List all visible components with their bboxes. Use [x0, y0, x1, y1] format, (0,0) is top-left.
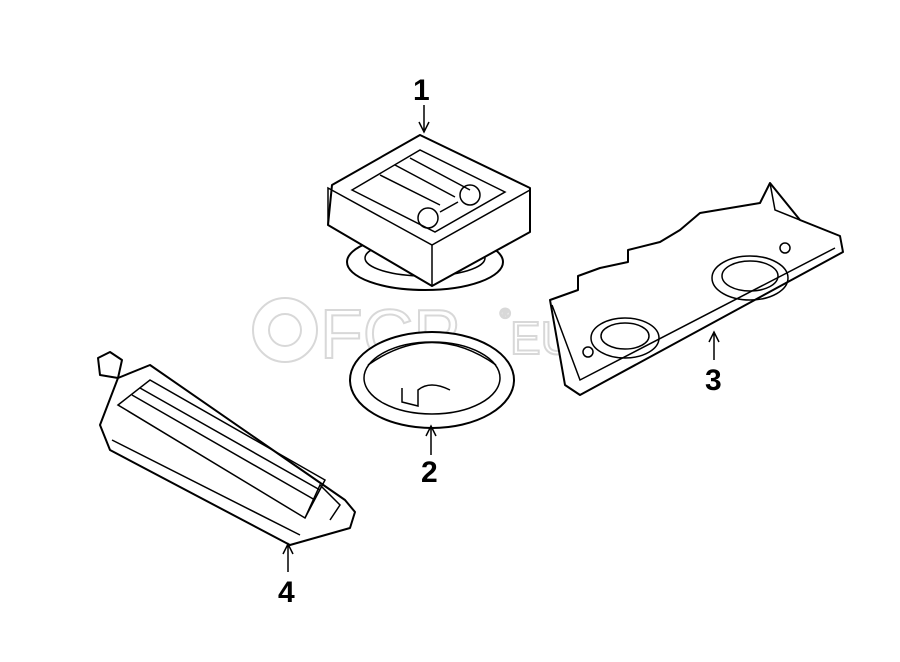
callout-4: 4: [278, 542, 295, 609]
part-2-bezel-ring[interactable]: [349, 331, 515, 429]
callout-3: 3: [705, 330, 722, 397]
part-3-mounting-bracket[interactable]: [549, 182, 844, 396]
part-1-dome-lamp[interactable]: [327, 134, 531, 291]
part-4-courtesy-lamp[interactable]: [97, 351, 356, 546]
callout-2: 2: [421, 424, 438, 489]
callout-number: 2: [421, 456, 438, 489]
callout-1: 1: [413, 74, 430, 134]
callout-number: 3: [705, 364, 722, 397]
watermark-mark: ®: [500, 305, 511, 321]
callout-number: 1: [413, 74, 430, 107]
callout-number: 4: [278, 576, 295, 609]
